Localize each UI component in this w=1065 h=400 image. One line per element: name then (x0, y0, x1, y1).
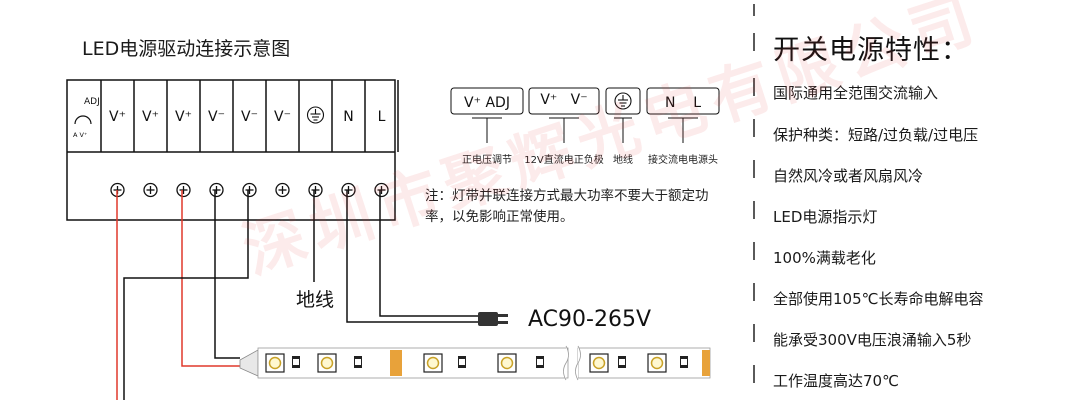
ac-input-label: AC90-265V (528, 307, 651, 332)
led-strip-body-left (257, 347, 569, 379)
resistor-chip (458, 356, 466, 368)
feature-item: 工作温度高达70℃ (773, 372, 899, 390)
feature-item: 保护种类：短路/过负载/过电压 (773, 126, 979, 144)
terminal-ground-icon (306, 106, 325, 124)
terminal-label: L (378, 109, 386, 125)
features-title: 开关电源特性： (773, 35, 969, 66)
wire-n (346, 190, 478, 323)
adj-sub-label: A V⁺ (73, 131, 87, 139)
resistor-chip (618, 356, 626, 368)
legend-label-ground: 地线 (613, 155, 633, 166)
wire-red-vplus-2 (181, 190, 240, 367)
resistor-chip (292, 356, 300, 368)
feature-item: LED电源指示灯 (773, 208, 878, 226)
screw-terminal-icon (341, 182, 356, 198)
legend-box-adj (450, 87, 524, 115)
screw-terminal-icon (374, 182, 389, 198)
legend-label-ac: 接交流电电源头 (648, 155, 718, 166)
ac-plug-icon (478, 312, 508, 326)
led-chip (589, 353, 609, 373)
led-strip-connector (239, 349, 259, 377)
terminal-label: V⁻ (208, 109, 225, 125)
legend-box-dc (528, 87, 600, 115)
terminal-label: N (343, 109, 353, 125)
led-chip (317, 353, 337, 373)
adj-label: ADJ (84, 97, 100, 107)
terminal-label: V⁻ (241, 109, 258, 125)
feature-item: 100%满载老化 (773, 249, 876, 267)
legend-box-ac (646, 87, 720, 115)
legend-box-ac-text: N L (665, 95, 701, 111)
screw-terminal-icon (143, 182, 158, 198)
legend-box-ground (605, 87, 641, 115)
wires (116, 190, 478, 400)
led-strip (239, 345, 711, 381)
wiring-note: 注：灯带并联连接方式最大功率不要大于额定功率，以免影响正常使用。 (425, 188, 709, 225)
ground-wire-label: 地线 (296, 289, 335, 311)
screw-terminal-icon (275, 182, 290, 198)
led-strip-break (563, 345, 569, 381)
screw-terminal-icon (308, 182, 323, 198)
legend-box-dc-text: V⁺ V⁻ (540, 92, 587, 108)
wire-black-vminus-1 (214, 190, 240, 359)
diagram-title: LED电源驱动连接示意图 (82, 38, 291, 60)
strip-solder-pad-2 (702, 350, 710, 376)
led-chip (647, 353, 667, 373)
feature-item: 自然风冷或者风扇风冷 (773, 167, 924, 185)
led-chip (265, 353, 285, 373)
legend-ground-icon (614, 92, 632, 110)
screw-terminal-icon (242, 182, 257, 198)
resistor-chip (680, 356, 688, 368)
legend-box-adj-text: V⁺ ADJ (464, 95, 510, 111)
strip-solder-pad-1 (390, 350, 402, 376)
wire-l (379, 190, 478, 317)
feature-item: 国际通用全范围交流输入 (773, 84, 939, 102)
led-chip (497, 353, 517, 373)
feature-item: 能承受300V电压浪涌输入5秒 (773, 331, 972, 349)
resistor-chip (536, 356, 544, 368)
terminal-label: V⁺ (109, 109, 126, 125)
terminal-dividers (100, 80, 399, 152)
led-chip (423, 353, 443, 373)
feature-item: 全部使用105℃长寿命电解电容 (773, 290, 984, 308)
terminal-label: V⁻ (274, 109, 291, 125)
wire-black-vminus-2 (123, 190, 249, 400)
terminal-legend: V⁺ ADJ V⁺ V⁻ N L (450, 87, 720, 143)
terminal-label: V⁺ (175, 109, 192, 125)
adj-knob-icon (74, 115, 92, 125)
screw-terminal-icon (209, 182, 224, 198)
terminal-labels: V⁺ V⁺ V⁺ V⁻ V⁻ V⁻ N L (109, 106, 386, 125)
legend-callouts (472, 117, 698, 143)
resistor-chip (354, 356, 362, 368)
legend-label-adj: 正电压调节 (462, 155, 512, 166)
legend-label-dc: 12V直流电正负极 (524, 155, 604, 166)
terminal-label: V⁺ (142, 109, 159, 125)
screw-terminal-icon (176, 182, 191, 198)
power-supply-body (66, 79, 396, 221)
